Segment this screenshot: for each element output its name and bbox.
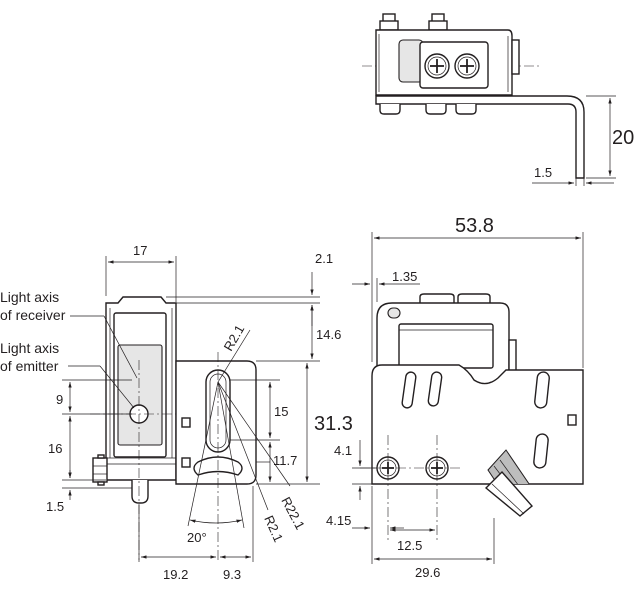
- dim-front-emitter-height: 9: [56, 392, 63, 407]
- top-terminal-right: [428, 13, 448, 31]
- side-slot-1: [401, 371, 417, 409]
- dim-front-width: 17: [133, 243, 147, 258]
- dim-front-radius-large: R22.1: [278, 494, 308, 532]
- label-receiver-line1: Light axis: [0, 289, 59, 305]
- dim-front-upper: 14.6: [316, 327, 341, 342]
- label-emitter-line2: of emitter: [0, 358, 59, 374]
- dim-side-offset: 1.35: [392, 269, 417, 284]
- dim-front-bottom-right: 9.3: [223, 567, 241, 582]
- side-hole-right: [567, 414, 577, 426]
- dim-front-radius-bottom: R2.1: [261, 513, 286, 544]
- dim-front-bottom-left: 19.2: [163, 567, 188, 582]
- top-view: 20 1.5: [362, 13, 634, 186]
- dim-front-slot: 15: [274, 404, 288, 419]
- top-screw-1: [424, 53, 450, 79]
- side-view: 53.8 1.35 4.1 4.15 12.5 29.6: [326, 215, 584, 580]
- dim-front-slot-lower: 11.7: [273, 453, 297, 468]
- front-left-nut: [92, 454, 108, 486]
- dim-front-top-offset: 2.1: [315, 251, 333, 266]
- top-bracket: [375, 95, 585, 179]
- front-lens: [117, 344, 163, 446]
- dim-side-bottom-width: 29.6: [415, 565, 440, 580]
- side-slot-4: [533, 433, 549, 469]
- side-cable: [487, 449, 541, 484]
- dim-front-bottom: 1.5: [46, 499, 64, 514]
- label-emitter-line1: Light axis: [0, 340, 59, 356]
- dim-front-total-height: 31.3: [314, 413, 353, 435]
- dim-front-radius-top: R2.1: [221, 322, 248, 353]
- side-slot-3: [534, 371, 550, 409]
- dim-side-hole-offset: 4.15: [326, 513, 351, 528]
- dim-side-hole-pitch: 12.5: [397, 538, 422, 553]
- dim-front-lower: 16: [48, 441, 62, 456]
- side-slot-2: [427, 371, 443, 407]
- top-screw-2: [454, 53, 480, 79]
- dim-side-hole-height: 4.1: [334, 443, 352, 458]
- dim-front-angle: 20°: [187, 530, 207, 545]
- side-bracket: [371, 364, 584, 485]
- top-terminal-left: [379, 13, 399, 31]
- dim-side-width: 53.8: [455, 215, 494, 237]
- label-receiver-line2: of receiver: [0, 307, 66, 323]
- dim-top-thickness: 1.5: [534, 165, 552, 180]
- dim-top-height: 20: [612, 127, 634, 149]
- front-view: 20° R2.1 R22.1 R2.1 17 2.1 14.6 31.3 15 …: [0, 243, 353, 582]
- side-indicator: [387, 307, 401, 319]
- front-bracket-hole: [181, 417, 191, 428]
